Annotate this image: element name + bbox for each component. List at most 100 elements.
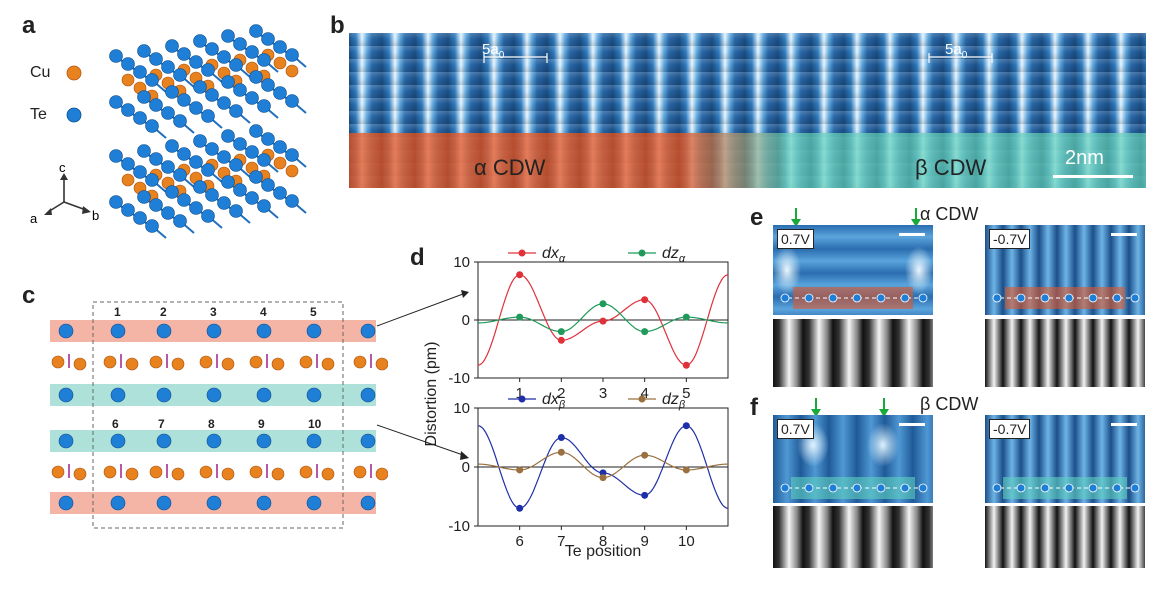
te-atom xyxy=(145,173,159,187)
cu-atom xyxy=(285,64,299,78)
te-atom xyxy=(360,323,376,339)
cu-atom xyxy=(353,465,367,479)
cu-atom xyxy=(51,465,65,479)
crystal-slab xyxy=(109,24,307,139)
te-atom xyxy=(306,495,322,511)
te-atom xyxy=(137,190,151,204)
te-atom-swatch xyxy=(66,107,82,123)
cu-atom xyxy=(353,355,367,369)
cu-atom xyxy=(273,56,287,70)
series-point xyxy=(641,451,649,459)
te-atom xyxy=(229,58,243,72)
legend-swatches xyxy=(66,65,82,123)
te-atom xyxy=(306,323,322,339)
y-tick-label: -10 xyxy=(448,370,470,387)
te-atom xyxy=(173,168,187,182)
te-atom xyxy=(217,150,231,164)
series-point xyxy=(516,313,524,321)
cu-atom xyxy=(51,355,65,369)
te-atom xyxy=(58,387,74,403)
te-position-number: 9 xyxy=(258,417,265,431)
te-atom xyxy=(249,24,263,38)
bias-label: 0.7V xyxy=(777,419,814,439)
x-tick-label: 8 xyxy=(599,533,607,550)
te-atom xyxy=(285,148,299,162)
period-label-right: 5a0 xyxy=(945,41,968,61)
x-tick-label: 4 xyxy=(640,385,648,402)
te-atom xyxy=(900,293,910,303)
x-tick-label: 2 xyxy=(557,385,565,402)
te-atom xyxy=(109,149,123,163)
series-point xyxy=(557,434,565,441)
bias-label: -0.7V xyxy=(989,229,1031,249)
te-atom xyxy=(189,155,203,169)
panel-e-title: α CDW xyxy=(920,204,979,224)
te-atom xyxy=(189,101,203,115)
stm-large-image: 5a0 5a0 α CDW β CDW 2nm xyxy=(349,33,1146,188)
te-atom xyxy=(261,178,275,192)
te-atom xyxy=(261,78,275,92)
te-atom xyxy=(233,37,247,51)
te-atom xyxy=(109,95,123,109)
connector-arrows xyxy=(376,290,469,460)
te-atom xyxy=(221,75,235,89)
te-atom xyxy=(121,57,135,71)
te-atom xyxy=(201,63,215,77)
sim-f-negative xyxy=(985,506,1145,568)
te-atom xyxy=(193,180,207,194)
x-tick-label: 10 xyxy=(678,533,695,550)
scalebar xyxy=(1111,423,1137,426)
series-point xyxy=(557,336,565,344)
sim-f-positive xyxy=(773,506,933,568)
te-atom xyxy=(145,119,159,133)
te-atom xyxy=(256,495,272,511)
te-atom xyxy=(1064,293,1074,303)
te-atom xyxy=(261,32,275,46)
y-tick-label: 10 xyxy=(453,400,470,417)
te-position-number: 2 xyxy=(160,305,167,319)
te-atom xyxy=(229,204,243,218)
te-atom xyxy=(133,65,147,79)
te-atom xyxy=(189,201,203,215)
cu-atom xyxy=(125,467,139,481)
y-tick-label: 0 xyxy=(462,312,470,329)
te-atom xyxy=(193,34,207,48)
te-atom xyxy=(205,42,219,56)
te-atom xyxy=(58,433,74,449)
te-atom xyxy=(110,323,126,339)
series-point xyxy=(641,328,649,336)
te-atom xyxy=(876,483,886,493)
series-point xyxy=(557,328,565,336)
te-atom xyxy=(900,483,910,493)
te-atom xyxy=(1064,483,1074,493)
te-atom xyxy=(876,293,886,303)
te-atom xyxy=(217,96,231,110)
te-atom xyxy=(285,94,299,108)
cu-atom xyxy=(221,357,235,371)
te-atom xyxy=(149,152,163,166)
alpha-cdw-label: α CDW xyxy=(474,155,546,180)
te-atom xyxy=(780,483,790,493)
cu-atom xyxy=(249,355,263,369)
te-atom xyxy=(257,53,271,67)
scalebar xyxy=(899,233,925,236)
cu-atom xyxy=(121,173,135,187)
te-position-number: 3 xyxy=(210,305,217,319)
te-atom xyxy=(110,433,126,449)
cu-atom xyxy=(271,467,285,481)
te-atom xyxy=(193,80,207,94)
te-atom xyxy=(221,29,235,43)
y-axis-label: Distortion (pm) xyxy=(423,342,440,447)
x-tick-label: 6 xyxy=(515,533,523,550)
te-atom xyxy=(193,134,207,148)
cu-atom-swatch xyxy=(66,65,82,81)
cu-atom xyxy=(375,467,388,481)
axis-triad: c a b xyxy=(30,160,99,226)
te-atom xyxy=(161,160,175,174)
te-atom xyxy=(161,60,175,74)
te-atom xyxy=(156,495,172,511)
series-point xyxy=(641,491,649,499)
te-atom xyxy=(257,199,271,213)
series-point xyxy=(557,448,565,456)
